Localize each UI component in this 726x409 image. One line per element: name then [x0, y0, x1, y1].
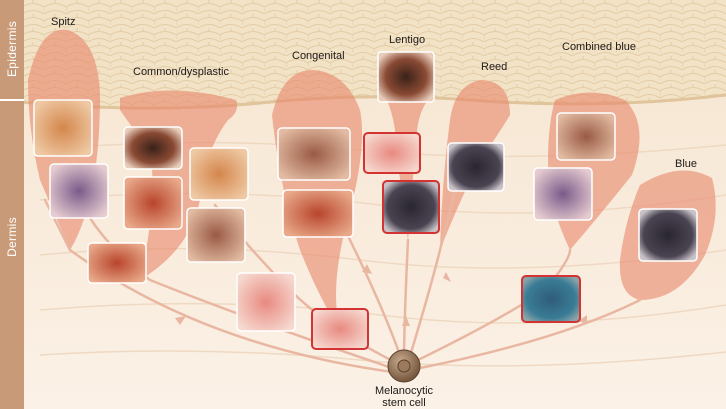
dermoscopy-image-reed-1 [447, 142, 505, 192]
dermoscopy-image-common-3 [189, 147, 249, 201]
dermoscopy-image-congenital-1 [277, 127, 351, 181]
dermoscopy-image-congenital-2 [282, 189, 354, 238]
dermoscopy-image-blue-1 [638, 208, 698, 262]
stem-cell-caption-line1: Melanocytic [374, 385, 434, 397]
stem-cell-caption-line2: stem cell [382, 397, 426, 409]
dermoscopy-image-common-1 [123, 126, 183, 170]
dermoscopy-image-lentigo-3 [382, 180, 440, 234]
dermoscopy-image-common-2 [123, 176, 183, 230]
dermoscopy-image-combined-blue-1 [556, 112, 616, 161]
dermoscopy-image-spitz-2 [49, 163, 109, 219]
label-congenital: Congenital [292, 50, 345, 62]
side-bar [0, 0, 24, 409]
label-common-dysplastic: Common/dysplastic [133, 66, 229, 78]
dermoscopy-image-spitz-1 [33, 99, 93, 157]
epidermis-layer [0, 0, 726, 109]
dermoscopy-images [33, 51, 698, 350]
dermoscopy-image-lentigo-1 [377, 51, 435, 103]
label-blue: Blue [675, 158, 698, 170]
label-spitz: Spitz [51, 16, 76, 28]
dermoscopy-image-lentigo-2 [363, 132, 421, 174]
stem-cell-nucleus [397, 359, 411, 373]
dermoscopy-image-common-4 [186, 207, 246, 263]
dermoscopy-image-spitz-3 [87, 242, 147, 284]
epidermis-label: Epidermis [5, 20, 19, 78]
dermoscopy-image-combined-blue-2 [533, 167, 593, 221]
dermoscopy-image-common-6 [311, 308, 369, 350]
dermis-label: Dermis [5, 217, 19, 257]
label-reed: Reed [481, 61, 508, 73]
dermoscopy-image-common-5 [236, 272, 296, 332]
stem-cell-caption: Melanocytic stem cell [359, 385, 449, 409]
label-lentigo: Lentigo [389, 34, 426, 46]
label-combined-blue: Combined blue [562, 41, 636, 53]
dermoscopy-image-combined-blue-3 [521, 275, 581, 323]
